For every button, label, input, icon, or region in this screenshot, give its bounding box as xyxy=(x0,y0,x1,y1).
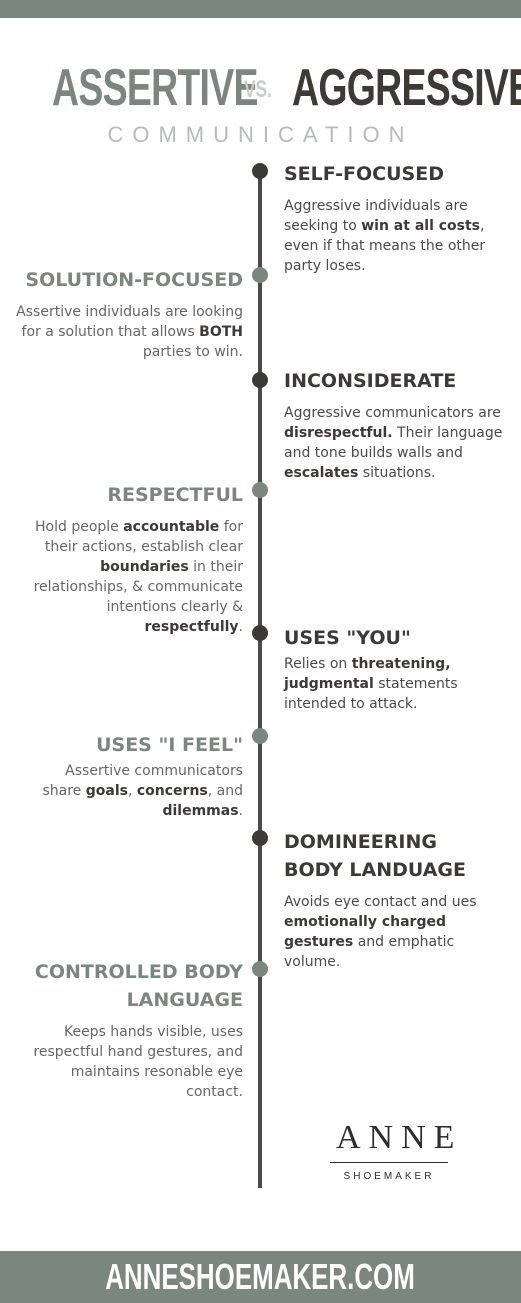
body-text: Assertive communicators share xyxy=(42,763,243,799)
body-text: Keeps hands visible, uses respectful han… xyxy=(33,1024,243,1100)
item-body: Hold people accountable for their action… xyxy=(11,517,243,637)
item-body: Assertive individuals are looking for a … xyxy=(13,302,243,362)
emphasis-text: emotionally charged gestures xyxy=(284,914,446,950)
item-body: Aggressive communicators are disrespectf… xyxy=(284,403,516,483)
item-body: Assertive communicators share goals, con… xyxy=(23,761,243,821)
body-text: Aggressive individuals are seeking to xyxy=(284,198,468,234)
body-text: Relies on xyxy=(284,656,352,672)
body-text: Avoids eye contact and ues xyxy=(284,894,477,910)
title-assertive: ASSERTIVE xyxy=(52,59,258,117)
item-title: RESPECTFUL xyxy=(107,484,243,506)
item-title: INCONSIDERATE xyxy=(284,370,457,392)
item-body: Avoids eye contact and ues emotionally c… xyxy=(284,892,500,972)
item-body: Relies on threatening, judgmental statem… xyxy=(284,654,516,714)
logo-divider xyxy=(330,1162,448,1163)
emphasis-text: respectfully xyxy=(144,619,239,635)
emphasis-text: BOTH xyxy=(199,324,243,340)
timeline-dot-uses-you xyxy=(252,625,268,641)
item-domineering: DOMINEERING BODY LANDUAGE Avoids eye con… xyxy=(284,828,500,972)
emphasis-text: disrespectful. xyxy=(284,425,393,441)
title-vs: VS. xyxy=(244,76,272,103)
timeline-dot-respectful xyxy=(252,482,268,498)
emphasis-text: dilemmas xyxy=(162,803,239,819)
page-subtitle: COMMUNICATION xyxy=(107,122,414,147)
item-solution-focused: SOLUTION-FOCUSED Assertive individuals a… xyxy=(13,266,243,362)
page-title: ASSERTIVE VS. AGGRESSIVE xyxy=(0,58,521,118)
timeline-dot-domineering xyxy=(252,830,268,846)
emphasis-text: concerns xyxy=(136,783,208,799)
item-controlled: CONTROLLED BODY LANGUAGE Keeps hands vis… xyxy=(11,958,243,1102)
body-text: for their actions, establish clear xyxy=(44,519,243,555)
body-text: and emphatic volume. xyxy=(284,934,455,970)
timeline-dot-controlled xyxy=(252,961,268,977)
body-text: Hold people xyxy=(35,519,124,535)
body-text: situations. xyxy=(358,465,436,481)
emphasis-text: goals xyxy=(85,783,128,799)
item-respectful: RESPECTFUL Hold people accountable for t… xyxy=(11,481,243,637)
item-title: DOMINEERING BODY LANDUAGE xyxy=(284,831,467,881)
brand-logo: ANNE SHOEMAKER xyxy=(330,1118,463,1182)
item-title: USES "I FEEL" xyxy=(96,734,243,756)
item-title: SOLUTION-FOCUSED xyxy=(25,269,243,291)
body-text: Their language and tone builds walls and xyxy=(284,425,503,461)
logo-subtitle: SHOEMAKER xyxy=(343,1171,435,1182)
title-aggressive: AGGRESSIVE xyxy=(292,59,521,117)
top-bar xyxy=(0,0,521,18)
timeline-line xyxy=(258,170,262,1188)
body-text: in their relationships, & communicate in… xyxy=(33,559,243,615)
item-title: SELF-FOCUSED xyxy=(284,163,444,185)
body-text: . xyxy=(238,803,243,819)
timeline-dot-solution-focused xyxy=(252,267,268,283)
timeline-dot-inconsiderate xyxy=(252,372,268,388)
emphasis-text: escalates xyxy=(284,465,359,481)
body-text: . xyxy=(238,619,243,635)
body-text: Aggressive communicators are xyxy=(284,405,501,421)
item-title: USES "YOU" xyxy=(284,627,411,649)
timeline-dot-uses-i-feel xyxy=(252,728,268,744)
body-text: , xyxy=(127,783,137,799)
footer-bar: ANNESHOEMAKER.COM xyxy=(0,1251,521,1303)
body-text: Assertive individuals are looking for a … xyxy=(16,304,243,340)
item-uses-i-feel: USES "I FEEL" Assertive communicators sh… xyxy=(23,731,243,821)
footer-url[interactable]: ANNESHOEMAKER.COM xyxy=(105,1256,416,1297)
emphasis-text: boundaries xyxy=(100,559,189,575)
emphasis-text: accountable xyxy=(123,519,220,535)
item-uses-you: USES "YOU" Relies on threatening, judgme… xyxy=(284,624,516,714)
body-text: , and xyxy=(207,783,243,799)
item-inconsiderate: INCONSIDERATE Aggressive communicators a… xyxy=(284,367,516,483)
timeline-dot-self-focused xyxy=(252,163,268,179)
body-text: statements intended to attack. xyxy=(284,676,458,712)
emphasis-text: threatening, judgmental xyxy=(284,656,451,692)
item-body: Keeps hands visible, uses respectful han… xyxy=(11,1022,243,1102)
item-self-focused: SELF-FOCUSED Aggressive individuals are … xyxy=(284,160,516,276)
item-body: Aggressive individuals are seeking to wi… xyxy=(284,196,516,276)
body-text: , even if that means the other party los… xyxy=(284,218,486,274)
emphasis-text: win at all costs xyxy=(361,218,481,234)
logo-name: ANNE xyxy=(336,1119,463,1156)
body-text: parties to win. xyxy=(142,344,243,360)
item-title: CONTROLLED BODY LANGUAGE xyxy=(34,961,243,1011)
